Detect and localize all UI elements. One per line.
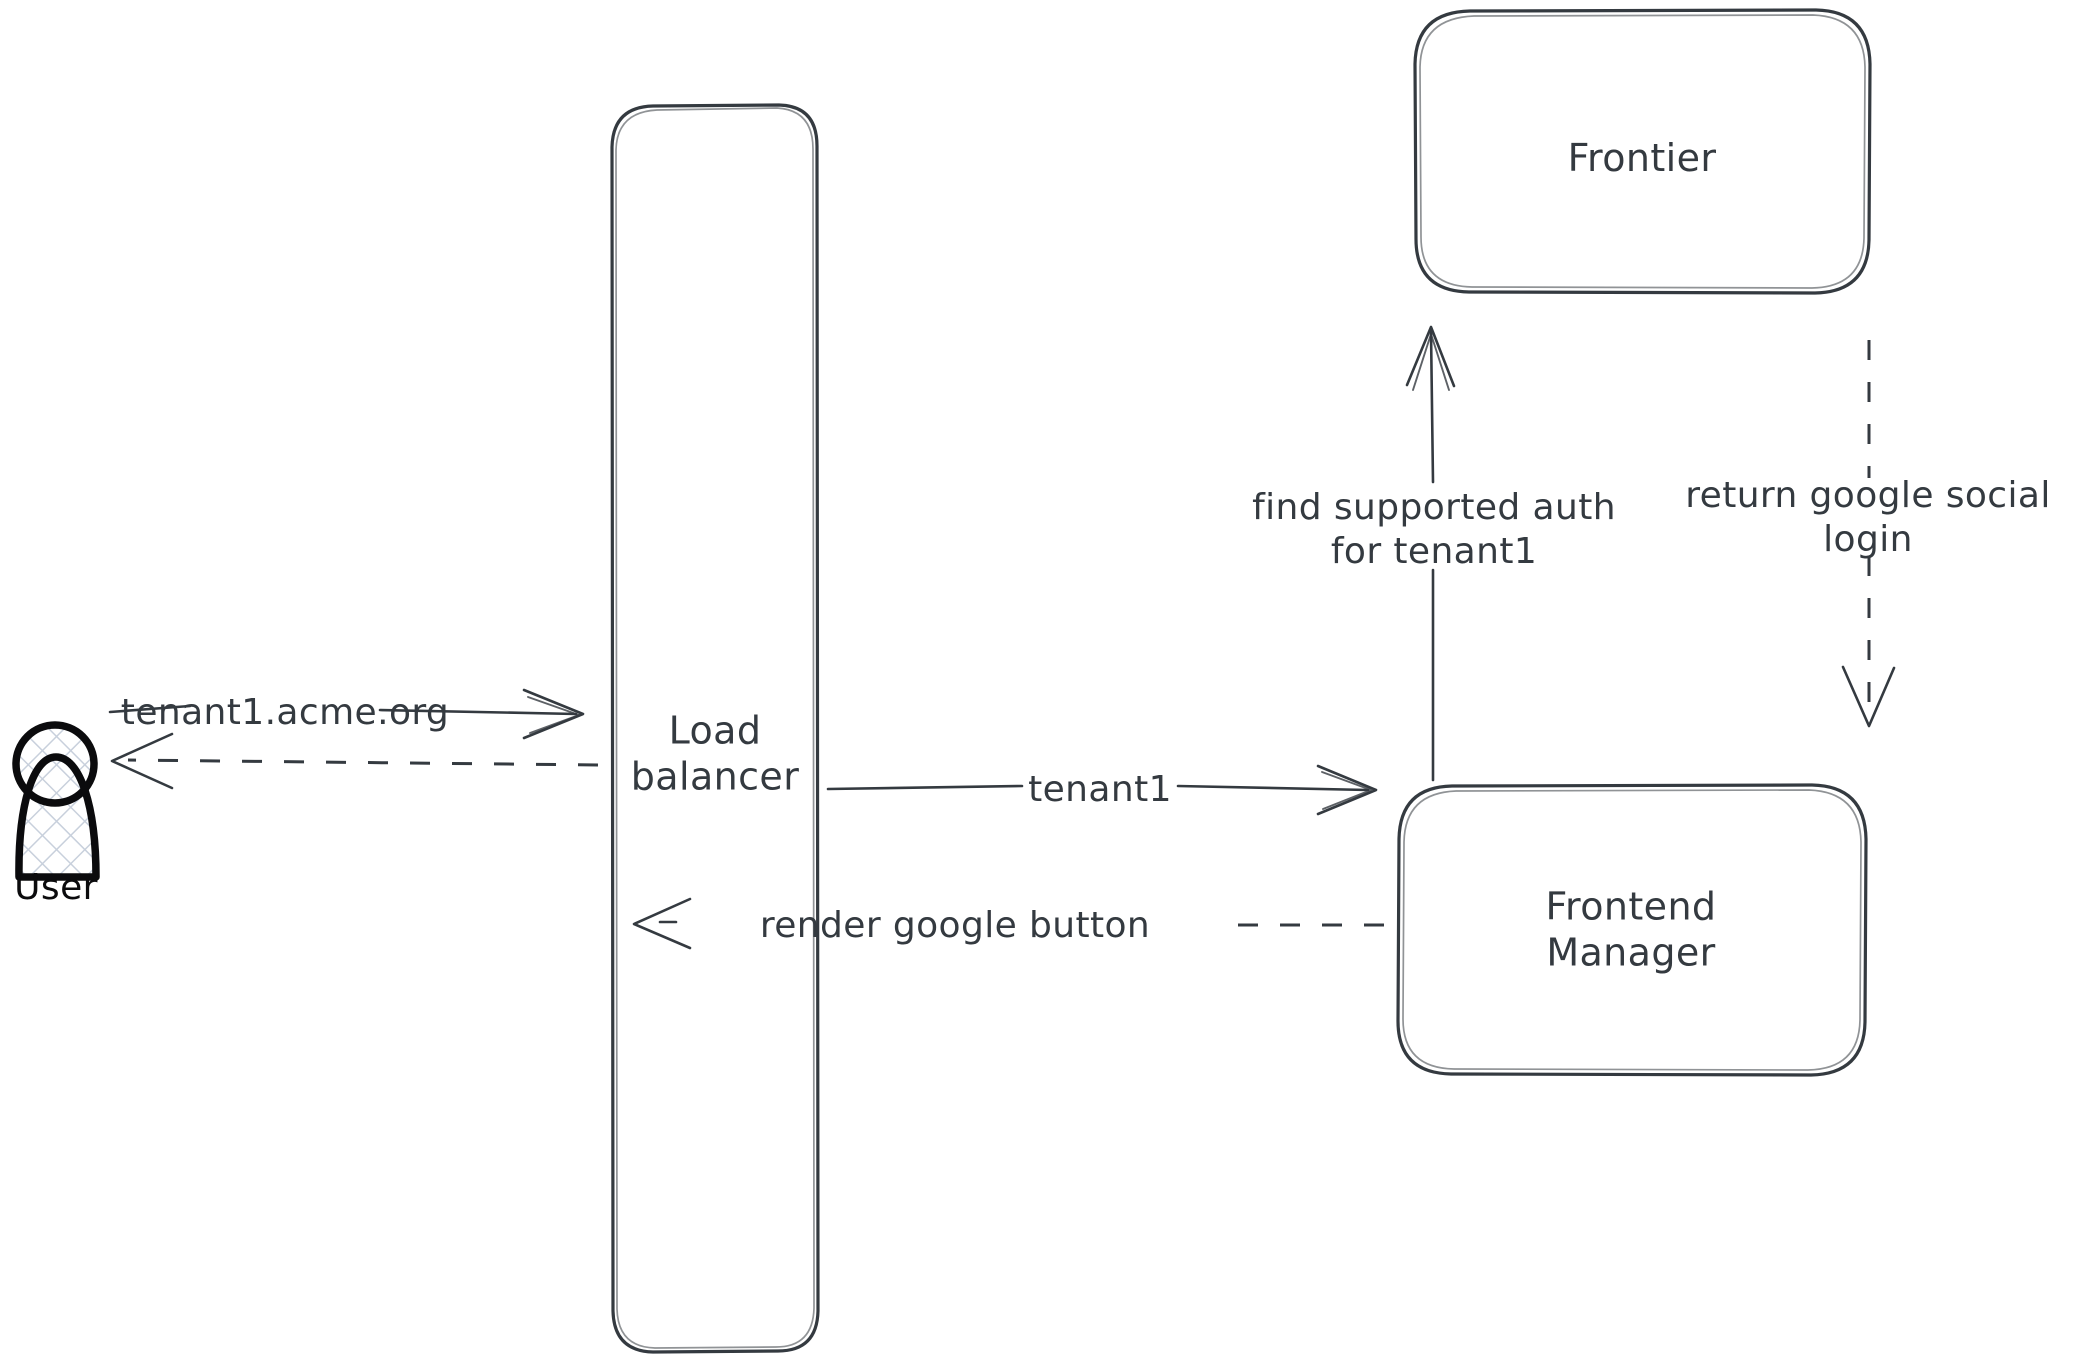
edge-label-frontend-manager-to-frontier: find supported auth for tenant1	[1252, 487, 1616, 572]
edge-frontend-manager-to-frontier[interactable]	[1405, 325, 1456, 782]
edge-user-to-load-balancer[interactable]	[108, 688, 585, 740]
node-label-frontend-manager: Frontend Manager	[1545, 884, 1717, 975]
edge-label-frontend-manager-to-load-balancer: render google button	[759, 905, 1151, 947]
node-label-frontier: Frontier	[1567, 135, 1717, 180]
node-label-load-balancer: Load balancer	[630, 708, 800, 799]
edge-label-user-to-load-balancer: tenant1.acme.org	[120, 692, 450, 734]
edge-label-load-balancer-to-frontend-manager: tenant1	[1028, 769, 1172, 811]
edge-label-frontier-to-frontend-manager: return google social login	[1685, 475, 2051, 560]
node-user-shape[interactable]	[12, 721, 100, 881]
node-frontier-shape[interactable]	[1413, 8, 1872, 295]
node-load-balancer-shape[interactable]	[610, 103, 820, 1354]
edge-frontier-to-frontend-manager[interactable]	[1841, 340, 1896, 728]
edge-load-balancer-to-user[interactable]	[110, 732, 599, 790]
node-frontend-manager-shape[interactable]	[1396, 783, 1868, 1077]
edge-frontend-manager-to-load-balancer[interactable]	[632, 897, 1384, 950]
edge-load-balancer-to-frontend-manager[interactable]	[826, 764, 1378, 816]
node-label-user: User	[14, 867, 98, 909]
